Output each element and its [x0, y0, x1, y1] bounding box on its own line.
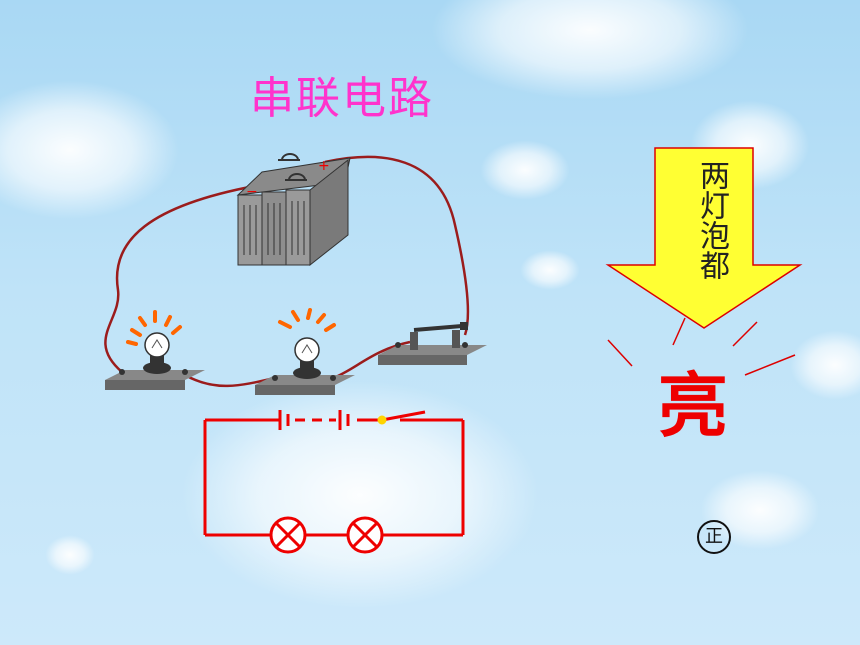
circuit-schematic — [203, 410, 465, 554]
cloud-background — [180, 380, 540, 610]
cloud-background — [480, 140, 570, 200]
page-title: 串联电路 — [250, 73, 434, 124]
svg-text:+: + — [318, 158, 330, 174]
cloud-background — [45, 535, 95, 575]
cloud-background — [520, 250, 580, 290]
down-arrow-callout — [605, 147, 803, 329]
switch-symbol — [381, 410, 426, 422]
bright-status-text: 亮 — [658, 365, 728, 447]
battery-icon: + − — [236, 153, 351, 267]
correct-stamp: 正 — [697, 520, 731, 554]
bulb-icon — [255, 308, 355, 395]
wire-battery-to-bulb1 — [104, 183, 261, 373]
cloud-background — [0, 80, 180, 220]
arrow-label: 两灯泡都 — [694, 160, 729, 280]
knife-switch-icon — [378, 322, 487, 365]
wire-battery-to-switch — [324, 155, 470, 336]
bulb-icon — [105, 310, 205, 390]
svg-text:−: − — [246, 184, 258, 200]
light-rays — [607, 317, 796, 376]
cloud-background — [790, 330, 860, 400]
